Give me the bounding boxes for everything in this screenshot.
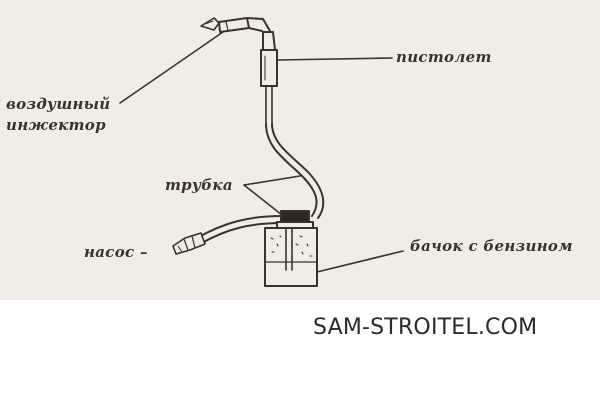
fuel-speckles bbox=[270, 235, 313, 257]
leader-tube-lower bbox=[243, 184, 283, 216]
label-gun: пистолет bbox=[396, 48, 492, 66]
leader-lines bbox=[119, 31, 404, 273]
label-tube: трубка bbox=[165, 176, 233, 194]
leader-injector bbox=[119, 31, 224, 104]
flame-tip bbox=[200, 17, 220, 31]
air-injector bbox=[218, 17, 271, 33]
leader-tank bbox=[316, 250, 404, 273]
tank-cap bbox=[276, 210, 314, 229]
gun-body bbox=[260, 31, 278, 87]
blowtorch-diagram bbox=[119, 17, 404, 287]
pump-hose bbox=[196, 215, 283, 245]
leader-tube-upper bbox=[243, 175, 301, 186]
label-injector-line2: инжектор bbox=[6, 116, 106, 134]
fuel-tube bbox=[265, 123, 325, 219]
label-injector-line1: воздушный bbox=[6, 95, 111, 113]
label-tank: бачок с бензином bbox=[410, 237, 573, 255]
label-pump: насос – bbox=[84, 243, 148, 261]
gun-rod bbox=[265, 85, 273, 125]
fuel-tank bbox=[264, 227, 318, 287]
leader-gun bbox=[276, 57, 393, 61]
site-watermark: SAM-STROITEL.COM bbox=[313, 315, 538, 340]
pump-fitting bbox=[172, 232, 206, 255]
